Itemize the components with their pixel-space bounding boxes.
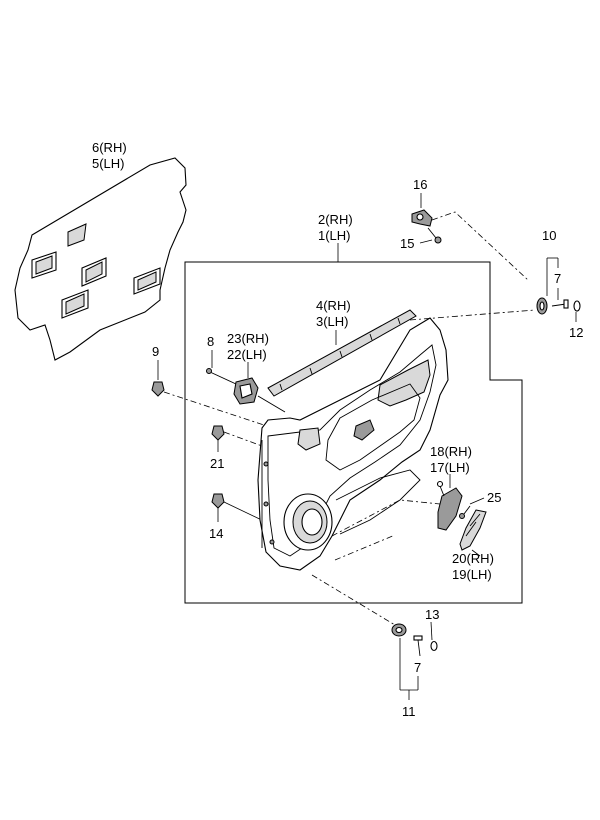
door-trim-panel [257, 317, 449, 571]
label-14: 14 [209, 526, 223, 541]
assembly-frame [184, 261, 523, 604]
cap-13 [430, 640, 438, 652]
label-4: 4(RH) [316, 298, 351, 313]
label-8: 8 [207, 334, 214, 349]
label-18: 18(RH) [430, 444, 472, 459]
door-sealing-sheet [14, 157, 187, 361]
label-15: 15 [400, 236, 414, 251]
label-9: 9 [152, 344, 159, 359]
garnish-19-20 [459, 509, 487, 551]
weatherstrip-3-4 [267, 309, 417, 397]
label-12: 12 [569, 325, 583, 340]
label-3: 3(LH) [316, 314, 349, 329]
label-22: 22(LH) [227, 347, 267, 362]
inside-handle-22-23 [233, 377, 286, 413]
label-16: 16 [413, 177, 427, 192]
screw-7-lower [413, 635, 423, 657]
label-23: 23(RH) [227, 331, 269, 346]
grommet-10 [536, 297, 548, 315]
screw-15 [427, 227, 442, 244]
grommet-11 [391, 623, 407, 637]
label-13: 13 [425, 607, 439, 622]
clip-16 [411, 209, 433, 227]
clip-9 [151, 381, 165, 397]
label-20: 20(RH) [452, 551, 494, 566]
label-5: 5(LH) [92, 156, 125, 171]
clip-21 [211, 425, 225, 441]
screw-7-upper [551, 299, 569, 309]
label-2: 2(RH) [318, 212, 353, 227]
label-17: 17(LH) [430, 460, 470, 475]
clip-14 [211, 493, 225, 509]
label-19: 19(LH) [452, 567, 492, 582]
label-21: 21 [210, 456, 224, 471]
label-25: 25 [487, 490, 501, 505]
rod-8 [206, 368, 237, 385]
screw-25 [459, 505, 471, 519]
switch-17-18 [436, 480, 463, 531]
label-1: 1(LH) [318, 228, 351, 243]
label-11: 11 [402, 704, 416, 719]
label-10: 10 [542, 228, 556, 243]
label-6: 6(RH) [92, 140, 127, 155]
cap-12 [573, 300, 581, 312]
label-7-upper: 7 [554, 271, 561, 286]
label-7-lower: 7 [414, 660, 421, 675]
